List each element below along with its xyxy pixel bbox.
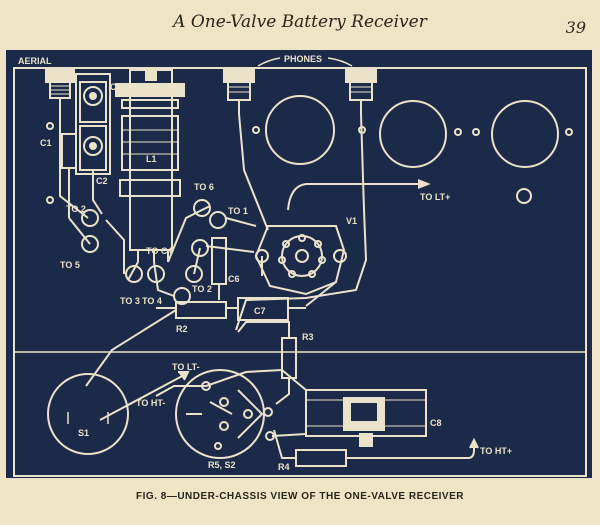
figure-caption: FIG. 8—UNDER-CHASSIS VIEW OF THE ONE-VAL… bbox=[136, 491, 464, 502]
under-chassis-diagram: AERIAL PHONES C3 C1 C2 L1 TO 6 TO 1 TO 2… bbox=[13, 54, 587, 477]
label-to-lt-plus: TO LT+ bbox=[420, 192, 450, 202]
label-to2-left: TO 2 bbox=[66, 204, 86, 214]
label-aerial: AERIAL bbox=[18, 56, 52, 66]
label-r5s2: R5, S2 bbox=[208, 460, 236, 470]
page-header: A One-Valve Battery Receiver 39 bbox=[0, 8, 600, 38]
phones-socket-left bbox=[223, 67, 255, 114]
label-to3: TO 3 bbox=[120, 296, 140, 306]
label-c6: C6 bbox=[228, 274, 240, 284]
label-to-c4: TO C4 bbox=[146, 246, 172, 256]
label-phones: PHONES bbox=[284, 54, 322, 64]
capacitor-c6 bbox=[211, 237, 227, 285]
label-c8: C8 bbox=[430, 418, 442, 428]
chassis-hole-1 bbox=[265, 95, 335, 165]
diagram-plate: AERIAL PHONES C3 C1 C2 L1 TO 6 TO 1 TO 2… bbox=[6, 50, 592, 478]
terminal-to5 bbox=[81, 235, 99, 253]
chassis-hole-2 bbox=[379, 100, 447, 168]
label-s1: S1 bbox=[78, 428, 89, 438]
phones-arrow-right bbox=[327, 57, 353, 67]
aerial-socket bbox=[45, 67, 75, 130]
switch-s1 bbox=[47, 373, 129, 455]
capacitor-c8 bbox=[305, 389, 427, 447]
label-r3: R3 bbox=[302, 332, 314, 342]
terminal-to2-left bbox=[81, 209, 99, 227]
label-to4: TO 4 bbox=[142, 296, 162, 306]
phones-arrow-left bbox=[257, 57, 281, 67]
coil-l1 bbox=[115, 69, 185, 262]
trimmer-block-c3-c2 bbox=[75, 73, 111, 175]
terminal-to1 bbox=[209, 211, 227, 229]
label-to1: TO 1 bbox=[228, 206, 248, 216]
running-title: A One-Valve Battery Receiver bbox=[173, 12, 427, 32]
phones-socket-right bbox=[345, 67, 377, 114]
label-to2-mid: TO 2 bbox=[192, 284, 212, 294]
page-number: 39 bbox=[565, 18, 586, 37]
terminal-c4-b bbox=[185, 265, 203, 283]
potentiometer-r5-s2 bbox=[175, 369, 275, 459]
resistor-r4 bbox=[295, 449, 347, 467]
label-l1: L1 bbox=[146, 154, 157, 164]
capacitor-c1 bbox=[61, 133, 77, 218]
label-to-ht-minus: TO HT- bbox=[136, 398, 165, 408]
label-r4: R4 bbox=[278, 462, 290, 472]
terminal-c4-a bbox=[191, 239, 209, 257]
chassis-outline bbox=[13, 67, 587, 477]
lt-plus-lead bbox=[287, 183, 426, 211]
terminal-to3 bbox=[125, 265, 143, 283]
label-v1: V1 bbox=[346, 216, 357, 226]
label-to-lt-minus: TO LT- bbox=[172, 362, 200, 372]
chassis-hole-3 bbox=[491, 100, 559, 168]
label-to6: TO 6 bbox=[194, 182, 214, 192]
label-to5: TO 5 bbox=[60, 260, 80, 270]
label-to-ht-plus: TO HT+ bbox=[480, 446, 512, 456]
label-c1: C1 bbox=[40, 138, 52, 148]
label-c2: C2 bbox=[96, 176, 108, 186]
label-c3: C3 bbox=[110, 82, 122, 92]
label-c7: C7 bbox=[254, 306, 266, 316]
label-r2: R2 bbox=[176, 324, 188, 334]
terminal-to6 bbox=[193, 199, 211, 217]
